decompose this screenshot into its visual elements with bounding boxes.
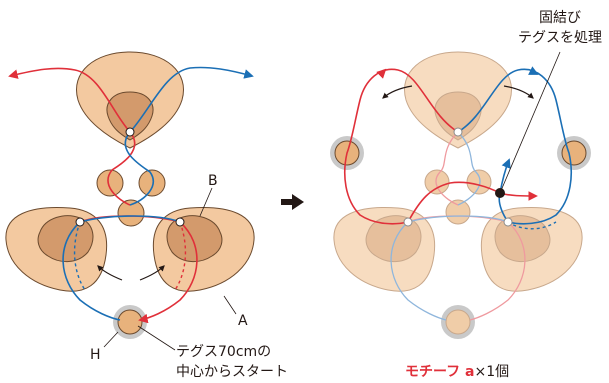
knot-left [75, 217, 85, 227]
leader-knot [499, 51, 561, 194]
motif-count: ×1個 [474, 364, 509, 380]
right-red-cross [407, 181, 538, 223]
right-bead-center-bottom [445, 199, 471, 225]
blue-thread-right [129, 66, 254, 133]
bead-right [561, 140, 587, 166]
right-blue-loop [457, 68, 572, 225]
start-note-line2: 中心からスタート [176, 364, 288, 380]
red-thread-top [107, 131, 136, 206]
bead-center-left [96, 169, 124, 197]
bead-h [117, 309, 143, 335]
leader-h [103, 331, 119, 348]
right-diagram: 固結び テグスを処理 モチーフ a×1個 [330, 10, 602, 380]
top-petal-inner [106, 91, 154, 141]
right-motion-arrow-right [503, 85, 534, 99]
label-b: B [208, 173, 218, 189]
right-red-arrowhead-top [376, 68, 387, 79]
right-knot-left [403, 217, 413, 227]
right-knot-right [503, 217, 513, 227]
left-petal-inner [37, 215, 94, 262]
right-faded-blue [390, 131, 509, 321]
right-left-petal-inner [365, 215, 422, 262]
label-h: H [90, 347, 101, 363]
right-bead-center-right [466, 169, 492, 195]
red-thread-left [8, 67, 131, 133]
bead-center-bottom [117, 199, 145, 227]
right-arrow-icon [281, 194, 304, 210]
knot-note-line1: 固結び [539, 10, 581, 26]
right-knot-top [453, 127, 463, 137]
right-red-loop [344, 68, 459, 225]
bead-bottom [445, 309, 471, 335]
blue-thread-loop [62, 215, 181, 321]
right-top-petal-inner [434, 91, 482, 141]
leader-start [137, 325, 176, 351]
motion-arrow-left [97, 265, 123, 281]
leader-a [223, 295, 237, 315]
motif-caption: モチーフ a×1個 [405, 364, 509, 380]
right-petal-inner [166, 215, 223, 262]
motion-arrow-right [139, 265, 165, 281]
knot-right [175, 217, 185, 227]
knot-top [125, 127, 135, 137]
label-a: A [238, 313, 248, 329]
bead-center-right [138, 169, 166, 197]
right-bead-center-left [424, 169, 450, 195]
left-diagram: B A H テグス70cmの 中心からスタート [5, 51, 288, 380]
right-blue-arrowhead-top [527, 66, 539, 75]
red-thread-dashed [174, 221, 187, 291]
knot-note-line2: テグスを処理 [518, 30, 602, 46]
motif-name: モチーフ a [405, 364, 474, 380]
right-right-petal-inner [494, 215, 551, 262]
leader-b [199, 187, 213, 217]
blue-thread-dashed [73, 221, 86, 291]
right-motion-arrow-left [382, 85, 413, 99]
start-note-line1: テグス70cmの [176, 344, 271, 360]
blue-thread-top [124, 131, 154, 206]
